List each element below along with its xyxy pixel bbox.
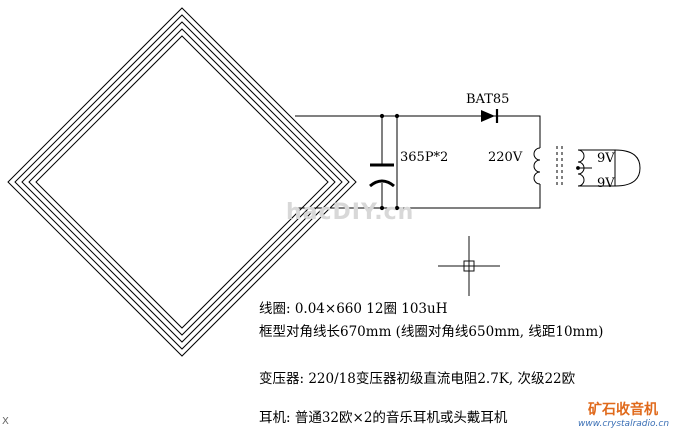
transformer-primary-winding <box>533 147 541 186</box>
primary-voltage-label: 220V <box>488 150 523 165</box>
corner-mark: X <box>2 416 9 427</box>
coil-spec-line2: 框型对角线长670mm (线圈对角线650mm, 线距10mm) <box>259 324 604 340</box>
secondary-voltage-label-upper: 9V <box>597 151 615 166</box>
coil-spec-line1: 线圈: 0.04×660 12圈 103uH <box>259 301 448 317</box>
diode-symbol <box>481 109 499 123</box>
site-url: www.crystalradio.cn <box>578 419 670 429</box>
earphone-symbol <box>614 149 641 187</box>
crosshair-cursor <box>438 236 500 296</box>
transformer-core <box>556 146 563 188</box>
capacitor-label: 365P*2 <box>400 150 449 165</box>
site-logo: 矿石收音机 <box>588 402 658 418</box>
transformer-secondary-winding <box>576 149 615 187</box>
circuit-wires <box>295 113 541 211</box>
watermark: hacDIY.cn <box>286 200 415 225</box>
transformer-spec: 变压器: 220/18变压器初级直流电阻2.7K, 次级22欧 <box>259 371 576 387</box>
earphone-spec: 耳机: 普通32欧×2的音乐耳机或头戴耳机 <box>259 410 508 426</box>
variable-capacitor <box>369 163 395 188</box>
loop-antenna-coil <box>7 7 357 357</box>
diode-label: BAT85 <box>466 92 510 107</box>
secondary-voltage-label-lower: 9V <box>597 176 615 191</box>
